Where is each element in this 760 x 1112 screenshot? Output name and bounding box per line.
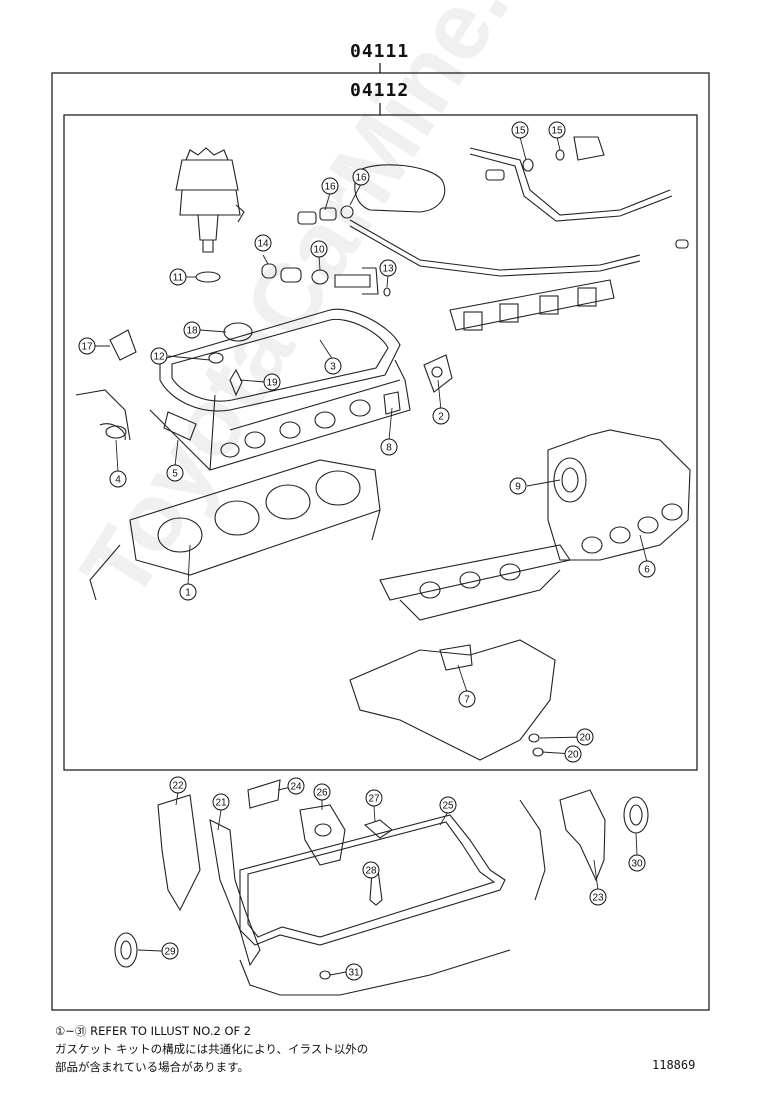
inner-frame: [63, 114, 698, 771]
callout-23: 23: [589, 888, 607, 906]
callout-11: 11: [169, 268, 187, 286]
svg-text:29: 29: [164, 947, 176, 958]
callout-8: 8: [380, 438, 398, 456]
svg-text:25: 25: [442, 801, 454, 812]
callout-4: 4: [109, 470, 127, 488]
callout-7: 7: [458, 690, 476, 708]
svg-text:24: 24: [290, 782, 302, 793]
svg-text:15: 15: [514, 126, 526, 137]
callout-29: 29: [161, 942, 179, 960]
svg-text:10: 10: [313, 245, 325, 256]
callout-13: 13: [379, 259, 397, 277]
callout-1: 1: [179, 583, 197, 601]
kit-code-inner: 04112: [350, 80, 410, 101]
svg-text:27: 27: [368, 794, 380, 805]
svg-text:9: 9: [515, 482, 521, 493]
svg-text:4: 4: [115, 475, 121, 486]
svg-text:30: 30: [631, 859, 643, 870]
svg-text:26: 26: [316, 788, 328, 799]
callout-31: 31: [345, 963, 363, 981]
callout-26: 26: [313, 783, 331, 801]
callout-5: 5: [166, 464, 184, 482]
callout-19: 19: [263, 373, 281, 391]
footer-note-line3: 部品が含まれている場合があります。: [55, 1060, 250, 1074]
svg-text:14: 14: [257, 239, 269, 250]
svg-text:15: 15: [551, 126, 563, 137]
callout-17: 17: [78, 337, 96, 355]
callout-9: 9: [509, 477, 527, 495]
svg-text:23: 23: [592, 893, 604, 904]
svg-text:20: 20: [579, 733, 591, 744]
svg-text:31: 31: [348, 968, 360, 979]
svg-text:11: 11: [173, 273, 184, 284]
svg-text:28: 28: [365, 866, 377, 877]
svg-text:16: 16: [324, 182, 336, 193]
svg-text:1: 1: [185, 588, 191, 599]
callout-20b: 20: [564, 745, 582, 763]
svg-text:19: 19: [266, 378, 278, 389]
callout-14: 14: [254, 234, 272, 252]
svg-text:5: 5: [172, 469, 178, 480]
callout-15a: 15: [511, 121, 529, 139]
callout-16a: 16: [321, 177, 339, 195]
svg-text:22: 22: [172, 781, 184, 792]
svg-text:21: 21: [215, 798, 227, 809]
callout-24: 24: [287, 777, 305, 795]
callout-20a: 20: [576, 728, 594, 746]
callout-25: 25: [439, 796, 457, 814]
svg-text:20: 20: [567, 750, 579, 761]
distributor-drawing: [175, 147, 245, 253]
callout-22: 22: [169, 776, 187, 794]
callout-21: 21: [212, 793, 230, 811]
kit-code-outer: 04111: [350, 41, 410, 62]
svg-text:18: 18: [186, 326, 198, 337]
callout-2: 2: [432, 407, 450, 425]
callout-18: 18: [183, 321, 201, 339]
svg-text:16: 16: [355, 173, 367, 184]
svg-text:6: 6: [644, 565, 650, 576]
callout-15b: 15: [548, 121, 566, 139]
svg-text:17: 17: [81, 342, 93, 353]
callout-10: 10: [310, 240, 328, 258]
callout-28: 28: [362, 861, 380, 879]
callout-3: 3: [324, 357, 342, 375]
callout-6: 6: [638, 560, 656, 578]
svg-text:8: 8: [386, 443, 392, 454]
callout-27: 27: [365, 789, 383, 807]
svg-text:3: 3: [330, 362, 336, 373]
outer-frame: [51, 72, 710, 1011]
callout-30: 30: [628, 854, 646, 872]
illustration-number: 118869: [652, 1058, 696, 1072]
footer-note-line1: ①~㉛ REFER TO ILLUST NO.2 OF 2: [55, 1024, 252, 1038]
svg-text:2: 2: [438, 412, 444, 423]
svg-text:7: 7: [464, 695, 470, 706]
svg-text:13: 13: [382, 264, 394, 275]
footer-note-line2: ガスケット キットの構成には共通化により、イラスト以外の: [55, 1042, 369, 1056]
svg-text:12: 12: [153, 352, 165, 363]
callout-16b: 16: [352, 168, 370, 186]
callout-12: 12: [150, 347, 168, 365]
